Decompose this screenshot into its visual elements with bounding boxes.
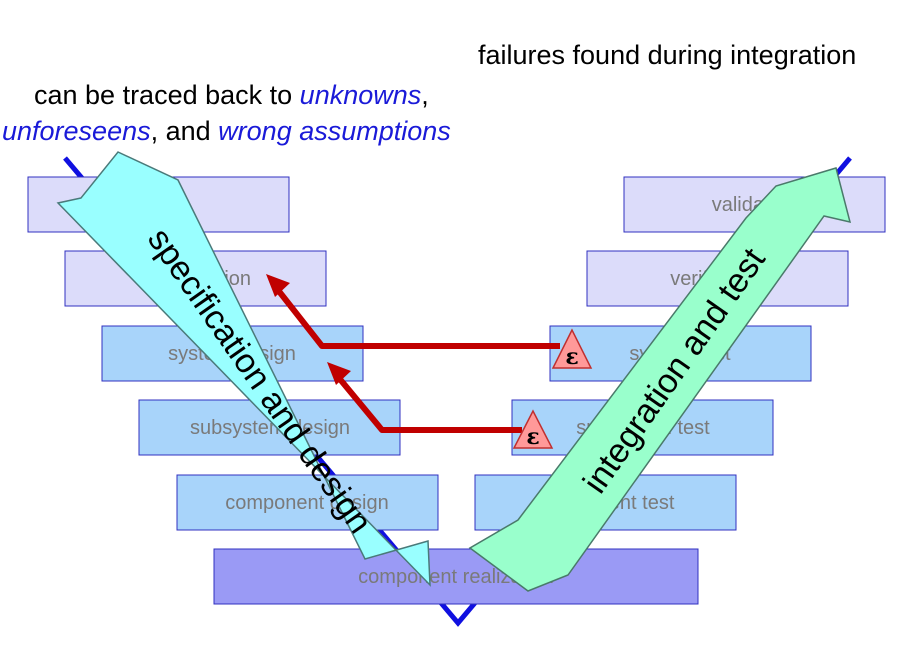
- box-component-design: [176, 474, 439, 531]
- epsilon-warning-system: ε: [551, 328, 593, 370]
- caption-text: can be traced back to: [34, 80, 300, 110]
- epsilon-icon: ε: [526, 424, 539, 450]
- caption-line-3: unforeseens, and wrong assumptions: [2, 116, 451, 147]
- caption-emphasis: wrong assumptions: [218, 116, 451, 146]
- box-component-realization: [213, 548, 699, 605]
- epsilon-icon: ε: [565, 344, 578, 370]
- trace-arrow-system-design: [327, 362, 522, 433]
- epsilon-warning-subsystem: ε: [512, 409, 554, 450]
- caption-emphasis: unknowns: [299, 80, 422, 110]
- trace-arrow-specification: [266, 274, 560, 349]
- caption-emphasis: unforeseens: [2, 116, 151, 146]
- caption-line-1: failures found during integration: [478, 40, 856, 71]
- caption-line-2: can be traced back to unknowns,: [34, 80, 429, 111]
- label-subsystem-design: subsystem design: [190, 417, 350, 439]
- caption-text: failures found during integration: [478, 40, 857, 70]
- caption-text: ,: [421, 80, 429, 110]
- caption-text: , and: [150, 116, 219, 146]
